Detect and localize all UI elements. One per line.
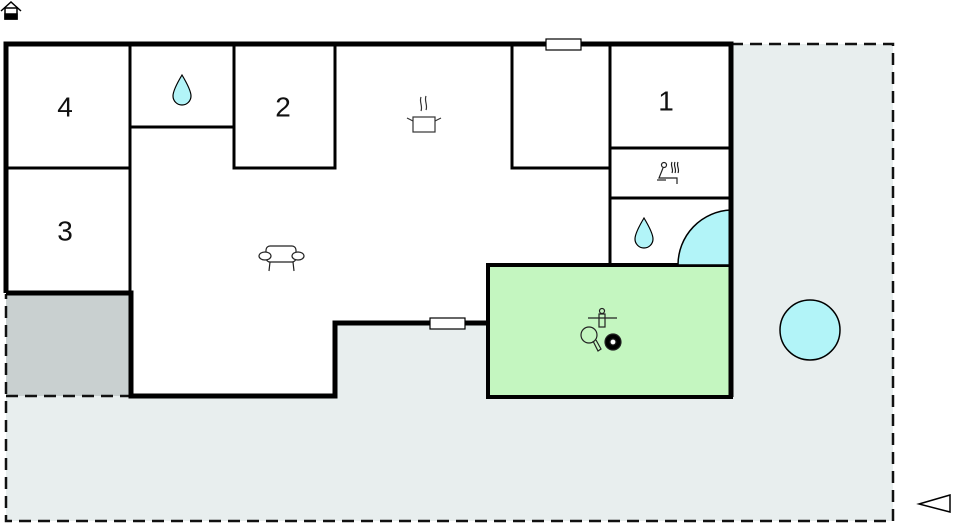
- window: [545, 38, 582, 51]
- sauna-icon: [657, 161, 680, 184]
- outer-walls: [3, 41, 734, 399]
- whirlpool-icon: [677, 209, 732, 266]
- bathroom-drop-icon: [172, 73, 192, 106]
- covered-terrace: [6, 294, 130, 396]
- living-sofa-icon: [258, 245, 305, 272]
- terrace: [6, 44, 893, 521]
- room-label: 1: [658, 85, 674, 116]
- direction-arrow-icon: [916, 494, 951, 513]
- pool-icon: [779, 299, 841, 361]
- activity-room-icon: [580, 307, 622, 352]
- shower-drop-icon: [634, 216, 654, 249]
- room-label: 2: [275, 91, 291, 122]
- window: [429, 317, 466, 330]
- room-label: 4: [57, 91, 73, 122]
- terrace-boundary: [4, 42, 895, 523]
- kitchen-pot-icon: [406, 95, 442, 133]
- inner-walls: [6, 44, 731, 293]
- room-label: 3: [57, 215, 73, 246]
- entrance-icon: [0, 0, 22, 20]
- activity-room: [486, 263, 733, 399]
